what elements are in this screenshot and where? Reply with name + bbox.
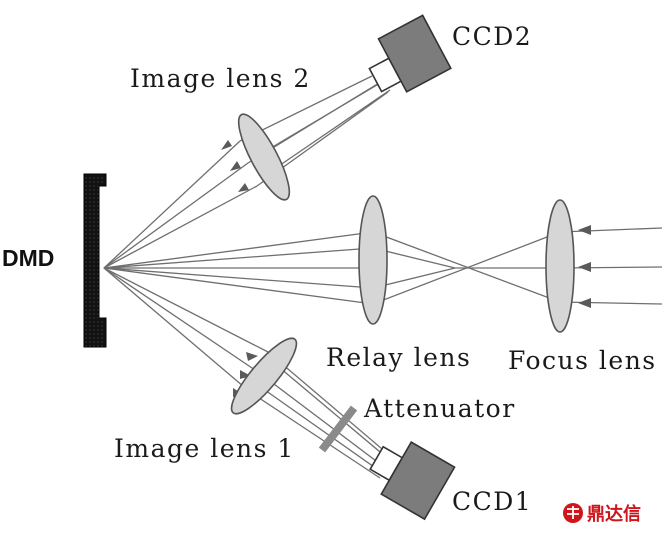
arrow-icon xyxy=(221,140,232,150)
rays-to-ccd1 xyxy=(103,267,396,479)
relay-lens-label: Relay lens xyxy=(326,343,471,372)
ccd1-label: CCD1 xyxy=(452,487,532,516)
arrow-icon xyxy=(238,183,249,192)
image-lens-2 xyxy=(237,113,291,201)
dmd-device xyxy=(83,173,107,348)
attenuator-label: Attenuator xyxy=(363,394,516,423)
arrow-icon xyxy=(246,352,258,361)
image-lens-1 xyxy=(230,337,298,415)
arrow-icon xyxy=(230,161,241,171)
relay-lens xyxy=(358,195,388,325)
rays-to-ccd2 xyxy=(103,75,391,269)
focus-lens xyxy=(545,199,575,333)
dmd-label: DMD xyxy=(2,245,54,271)
rays-main-path xyxy=(103,225,662,308)
attenuator xyxy=(318,405,358,453)
ccd1-camera xyxy=(369,441,456,521)
arrow-icon xyxy=(578,225,591,235)
focus-lens-label: Focus lens xyxy=(508,346,657,375)
ccd2-label: CCD2 xyxy=(452,22,532,51)
image-lens-2-label: Image lens 2 xyxy=(130,64,311,93)
watermark-logo xyxy=(563,503,583,523)
arrow-icon xyxy=(578,262,591,272)
image-lens-1-label: Image lens 1 xyxy=(114,434,295,463)
arrow-icon xyxy=(578,298,591,308)
ccd2-camera xyxy=(368,14,452,93)
watermark-text: 鼎达信 xyxy=(587,503,641,525)
